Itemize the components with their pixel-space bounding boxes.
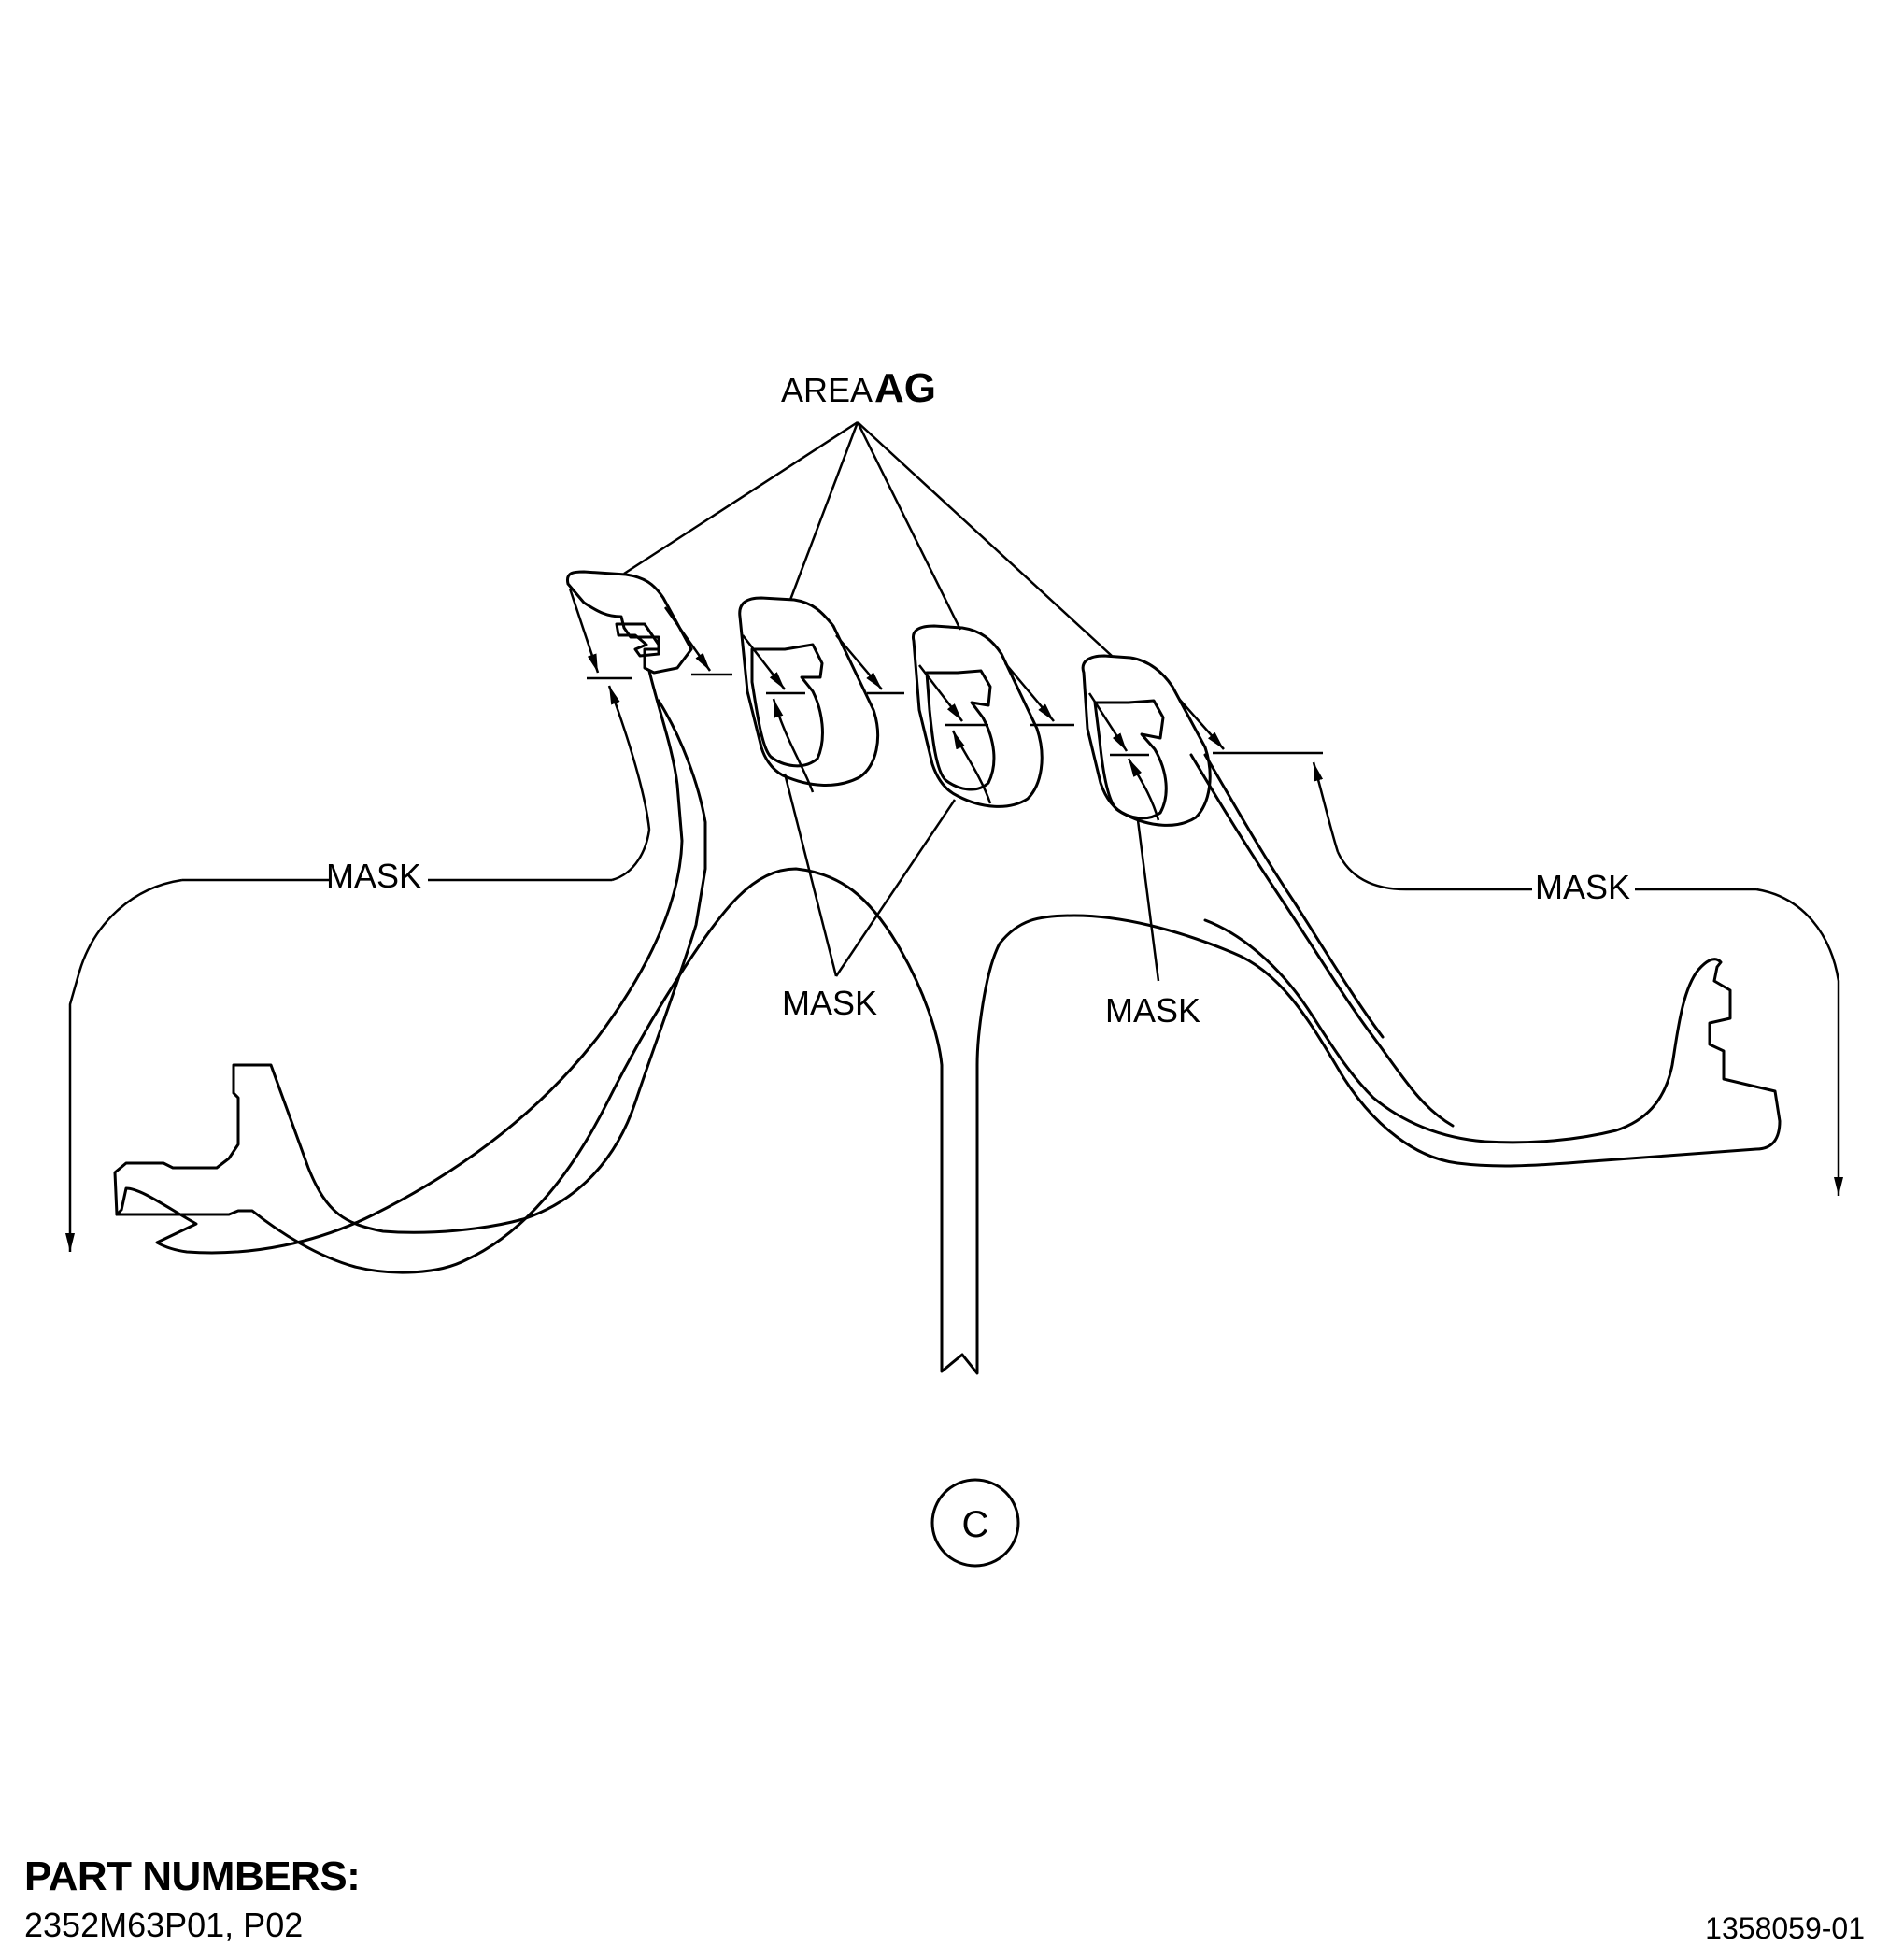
seal-tooth-1 <box>565 570 693 675</box>
seal-teeth <box>565 570 1212 827</box>
area-code-label: AG <box>874 365 936 411</box>
left-foot-outline <box>113 699 707 1234</box>
mask-label-center-left: MASK <box>782 984 877 1022</box>
mask-label-left: MASK <box>326 857 421 895</box>
seal-tooth-1-groove <box>615 622 660 658</box>
mask-up-arrows <box>607 685 1340 853</box>
figure-id: 1358059-01 <box>1705 1911 1865 1945</box>
part-cross-section <box>113 669 1782 1375</box>
left-arm-outline <box>115 669 684 1255</box>
area-prefix-label: AREA <box>781 371 873 409</box>
left-mask-leader <box>65 829 651 1252</box>
view-c-bubble: C <box>930 1478 1020 1568</box>
mask-label-right: MASK <box>1535 868 1630 906</box>
seal-tooth-2-inner <box>750 643 824 768</box>
area-arrows <box>568 588 1225 752</box>
part-numbers-list: 2352M63P01, P02 <box>24 1906 304 1944</box>
part-numbers-title: PART NUMBERS: <box>24 1853 361 1899</box>
center-mask-leaders <box>783 773 1160 982</box>
seal-tooth-3 <box>911 624 1044 808</box>
seal-tooth-3-inner <box>925 669 996 791</box>
right-arm-outline <box>1189 753 1455 1128</box>
right-arm-inner <box>1203 753 1385 1039</box>
view-letter: C <box>962 1504 989 1545</box>
right-mask-leader <box>1336 851 1843 1196</box>
area-ag-leaders <box>623 420 1113 657</box>
mask-label-center-right: MASK <box>1105 991 1200 1030</box>
mask-boundary-ticks <box>587 673 1323 757</box>
seal-tooth-4-inner <box>1093 699 1168 820</box>
left-lower-sweep <box>115 867 1782 1375</box>
seal-tooth-2 <box>738 596 880 787</box>
